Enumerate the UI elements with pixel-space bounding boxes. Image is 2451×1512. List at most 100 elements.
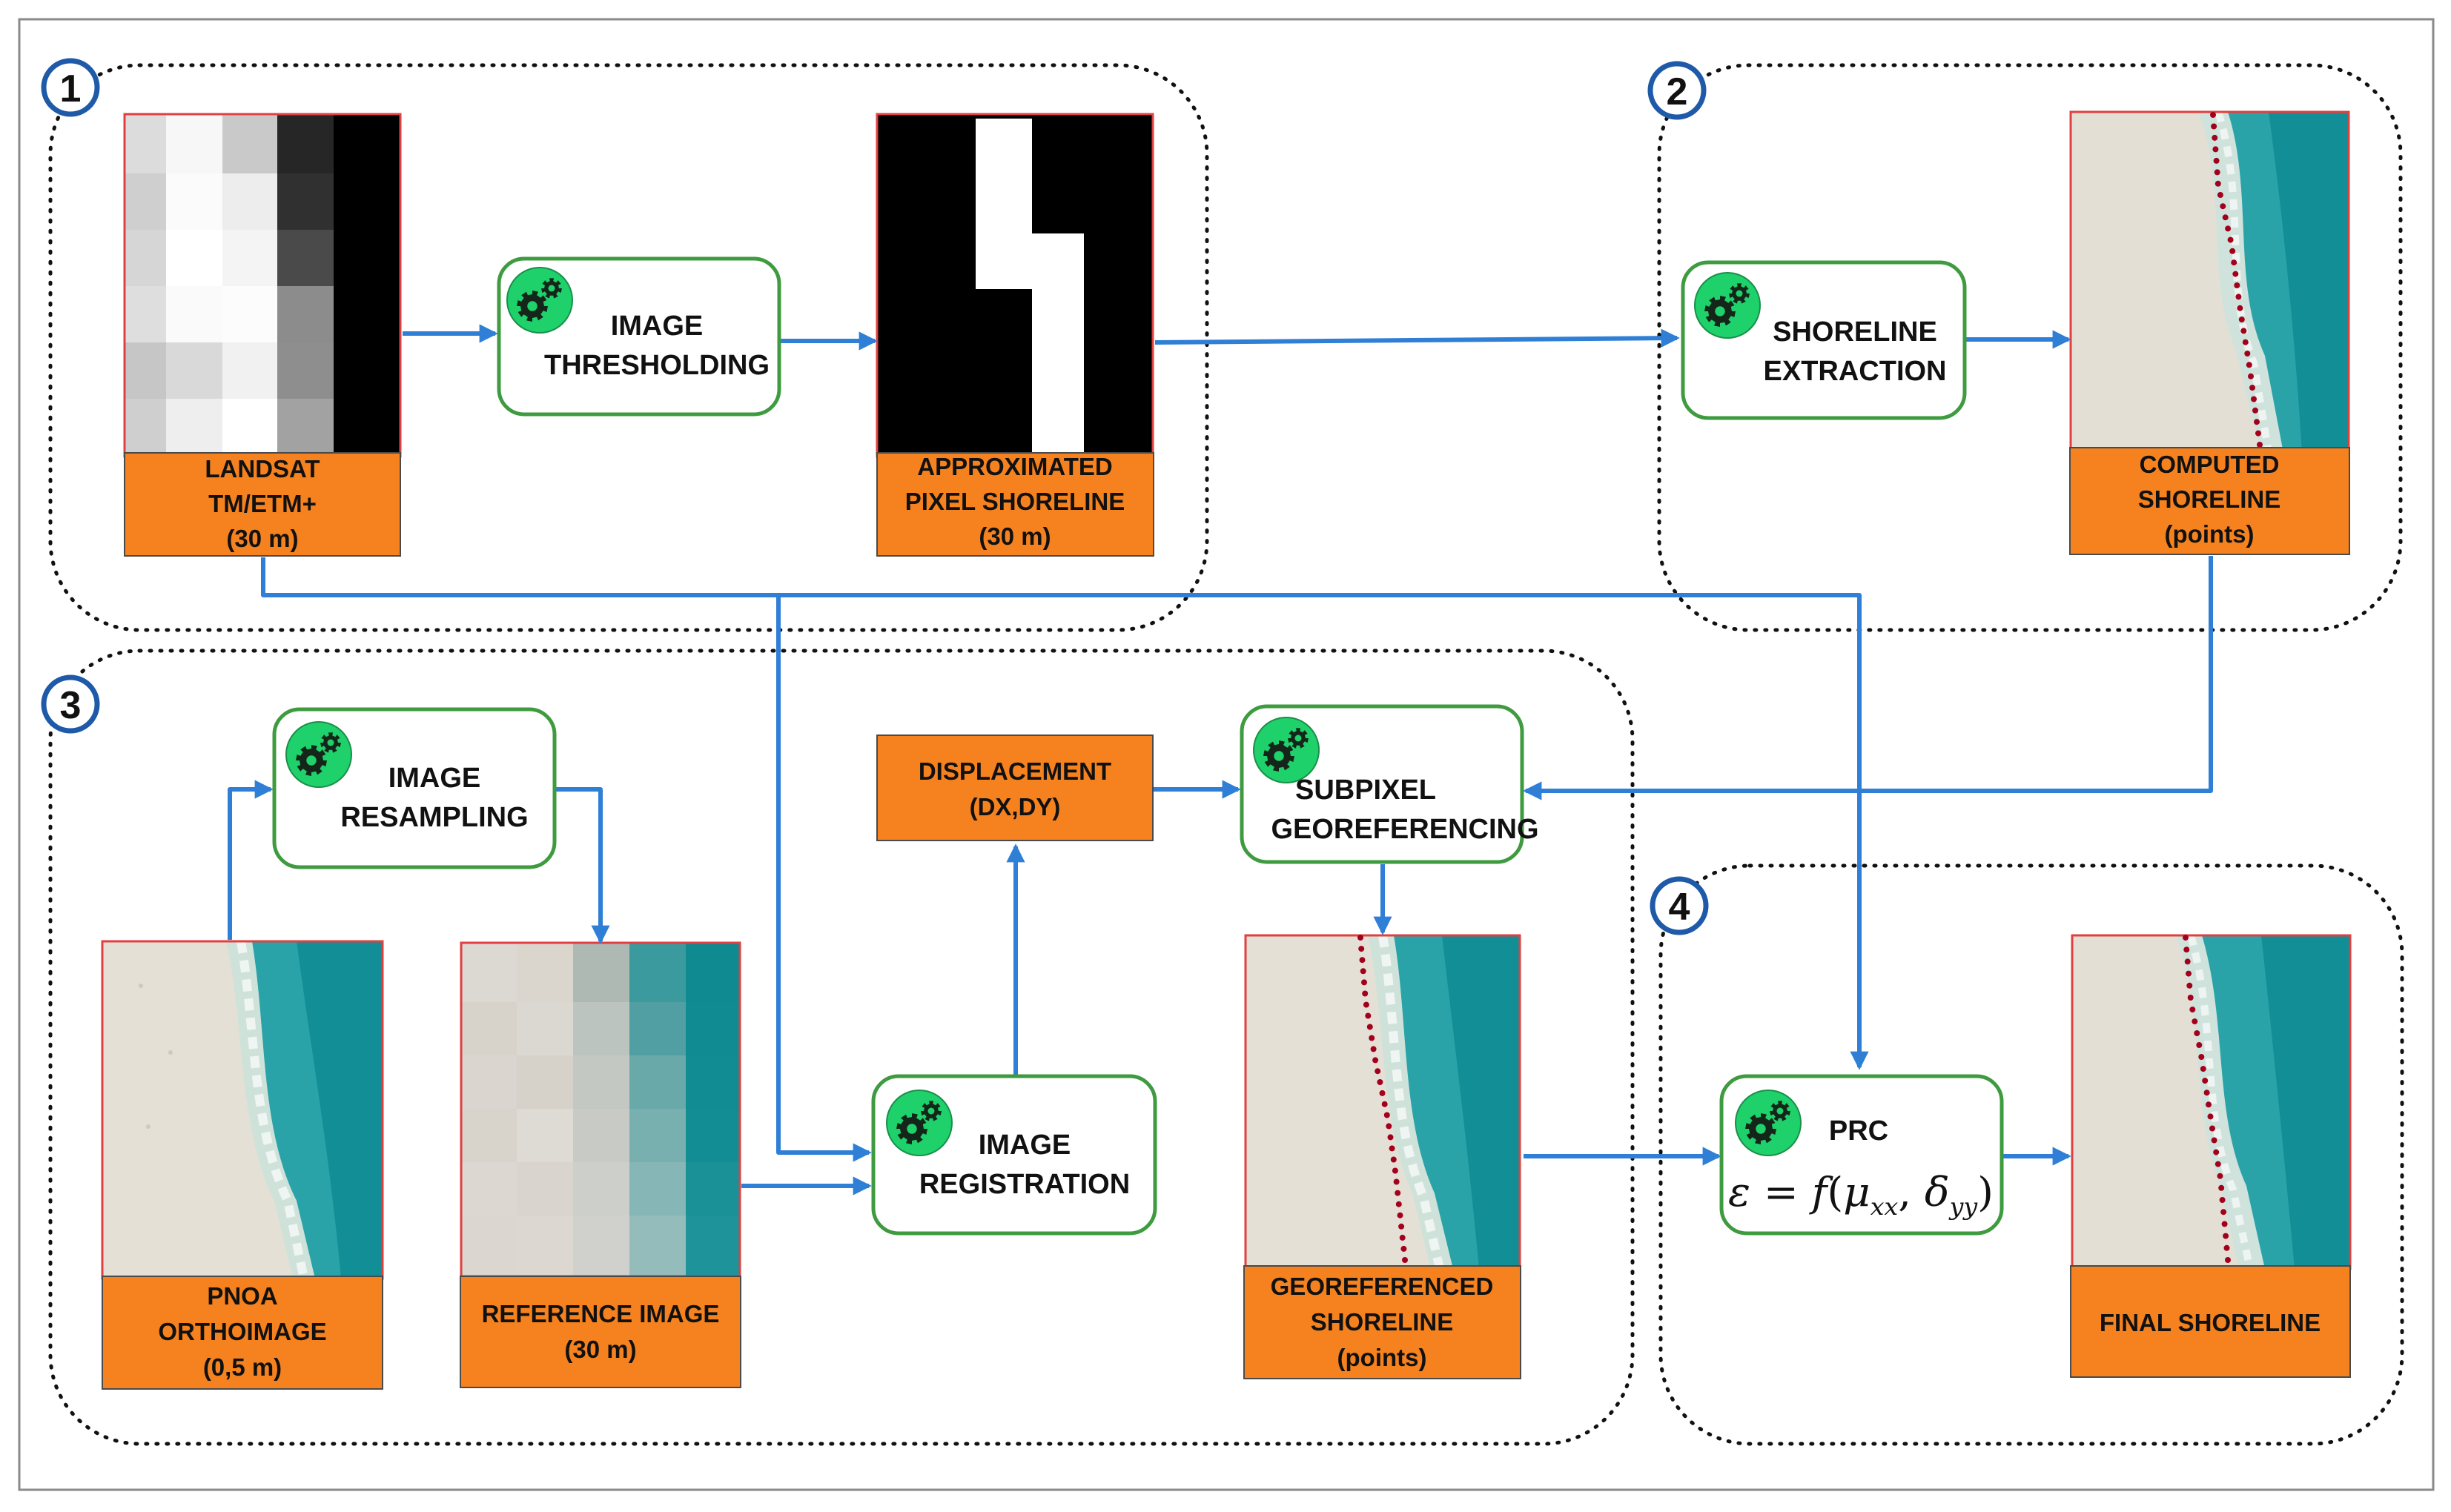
final-shoreline-points: [2183, 935, 2231, 1263]
shoreline-point: [2210, 112, 2216, 118]
extraction-label-line2: EXTRACTION: [1764, 356, 1947, 387]
stage-4-badge: 4: [1650, 876, 1709, 935]
svg-text:REFERENCE IMAGE(30 m): REFERENCE IMAGE(30 m): [482, 1300, 720, 1363]
shoreline-point: [1366, 1024, 1373, 1030]
gears-icon: [506, 267, 573, 334]
computed-shoreline-points: [2210, 112, 2263, 448]
stage-2-container: [1657, 63, 2403, 632]
arrow-resampling-to-reference: [556, 787, 610, 944]
gears-icon: [1253, 717, 1320, 783]
shoreline-point: [2231, 259, 2237, 266]
shoreline-point: [2214, 169, 2220, 176]
shoreline-point: [2242, 339, 2249, 345]
computed-label-line1: COMPUTED: [2140, 451, 2280, 478]
shoreline-point: [1370, 1046, 1377, 1052]
stage-1-container: [48, 63, 1209, 632]
shoreline-point: [1375, 1068, 1381, 1075]
shoreline-point: [2196, 1042, 2203, 1048]
svg-text:DISPLACEMENT(DX,DY): DISPLACEMENT (DX,DY): [919, 757, 1111, 820]
gears-icon: [1694, 272, 1761, 339]
arrow-pnoa-to-resampling: [228, 780, 274, 940]
shoreline-point: [2238, 316, 2245, 323]
computed-label-line2: SHORELINE: [2138, 485, 2281, 513]
shoreline-point: [1392, 1167, 1398, 1174]
prc-formula: ε = f(μxx, δyy): [1728, 1169, 1994, 1221]
shoreline-point: [2200, 1066, 2206, 1072]
shoreline-point: [1395, 1201, 1402, 1207]
shoreline-point: [1383, 1112, 1390, 1118]
shoreline-point: [2222, 214, 2229, 221]
shoreline-point: [2249, 385, 2255, 391]
stage-1-number: 1: [60, 67, 82, 110]
approximated-shoreline-image: [876, 113, 1154, 458]
shoreline-point: [2251, 396, 2257, 402]
shoreline-point: [1361, 979, 1367, 986]
shoreline-point: [2187, 995, 2194, 1001]
georeferenced-shoreline-points: [1357, 935, 1408, 1263]
shoreline-point: [2248, 373, 2254, 379]
shoreline-point: [1362, 990, 1369, 997]
arrow-approximated-to-extraction: [1154, 328, 1680, 348]
final-shoreline-image: [2071, 934, 2352, 1270]
process-image-resampling: IMAGE RESAMPLING: [272, 707, 557, 869]
shoreline-point: [2235, 294, 2242, 300]
shoreline-point: [2212, 134, 2218, 141]
landsat-image: [125, 114, 400, 457]
shoreline-point: [2186, 970, 2192, 977]
resampling-label-line2: RESAMPLING: [340, 802, 528, 833]
shoreline-point: [2220, 1209, 2227, 1216]
connector-computed-to-subpixel: [1523, 556, 2213, 800]
process-prc: PRC ε = f(μxx, δyy): [1719, 1074, 2004, 1236]
shoreline-point: [1399, 1234, 1406, 1241]
stage-3-container: [48, 649, 1635, 1446]
shoreline-point: [1395, 1190, 1401, 1196]
landsat-label-line2: TM/ETM+: [208, 490, 317, 517]
pnoa-label-line3: (0,5 m): [203, 1353, 282, 1381]
shoreline-point: [2244, 351, 2251, 357]
output-box-final: FINAL SHORELINE: [2070, 1265, 2351, 1378]
shoreline-point: [2213, 157, 2220, 164]
shoreline-point: [2257, 442, 2263, 448]
shoreline-point: [2212, 146, 2219, 153]
shoreline-point: [2223, 1244, 2230, 1251]
approximated-label-line2: PIXEL SHORELINE: [905, 488, 1125, 515]
shoreline-point: [2183, 946, 2190, 953]
shoreline-point: [2194, 1030, 2200, 1036]
gears-icon: [1735, 1090, 1802, 1156]
landsat-label-line1: LANDSAT: [205, 455, 320, 483]
shoreline-point: [2229, 248, 2236, 254]
shoreline-point: [2203, 1090, 2210, 1096]
shoreline-point: [1369, 1035, 1375, 1041]
displacement-label-line1: DISPLACEMENT: [919, 757, 1111, 785]
shoreline-point: [2219, 1197, 2226, 1203]
reference-label-line1: REFERENCE IMAGE: [482, 1300, 720, 1327]
shoreline-point: [2220, 203, 2226, 210]
shoreline-point: [2221, 1221, 2228, 1227]
shoreline-point: [1363, 1001, 1369, 1008]
shoreline-point: [2209, 1125, 2215, 1132]
subpixel-label-line1: SUBPIXEL: [1295, 775, 1436, 806]
shoreline-point: [2223, 1233, 2229, 1239]
shoreline-point: [1387, 1134, 1394, 1141]
output-box-displacement: DISPLACEMENT (DX,DY): [876, 735, 1154, 841]
stage-2-number: 2: [1667, 70, 1688, 113]
resampling-label-line1: IMAGE: [388, 763, 481, 794]
shoreline-point: [1386, 1123, 1392, 1130]
connector-landsat-down: [261, 557, 1869, 1070]
displacement-label-line2: (DX,DY): [970, 793, 1061, 820]
stage-4-container: [1658, 863, 2404, 1446]
gears-icon: [886, 1090, 953, 1156]
shoreline-point: [1400, 1245, 1407, 1252]
thresholding-label-line1: IMAGE: [611, 311, 704, 342]
